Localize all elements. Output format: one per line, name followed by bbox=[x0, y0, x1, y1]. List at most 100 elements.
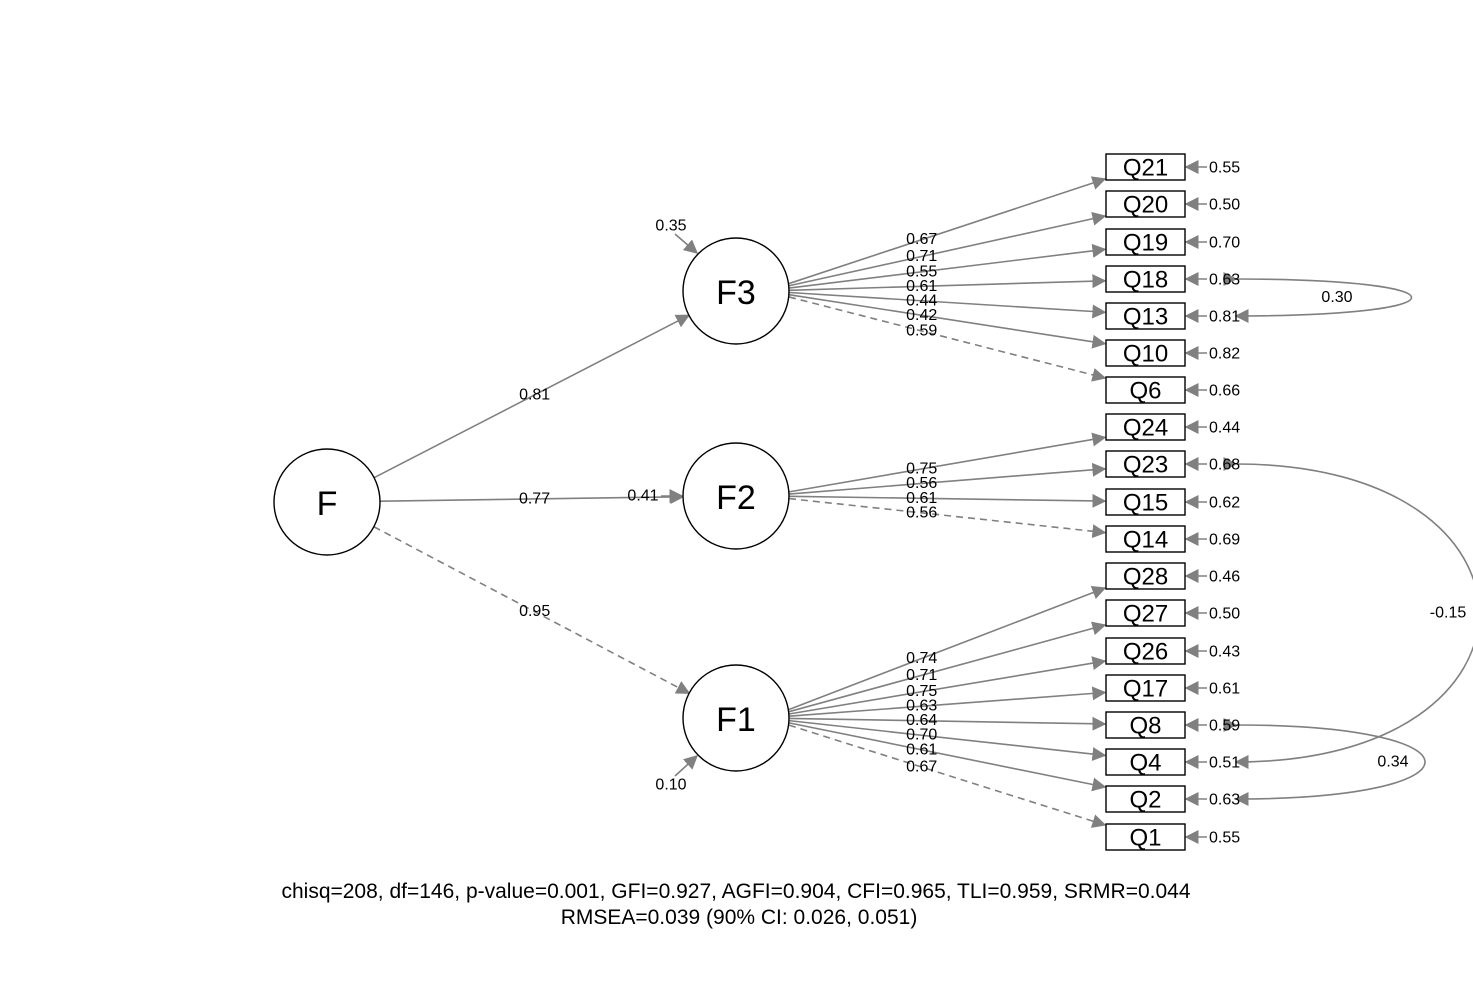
covariance-value-Q8-Q2: 0.34 bbox=[1377, 754, 1408, 771]
residual-F2: 0.41 bbox=[627, 488, 658, 505]
indicator-label-Q23: Q23 bbox=[1123, 452, 1168, 479]
indicator-box-Q10 bbox=[1105, 339, 1186, 367]
indicator-box-Q21 bbox=[1105, 153, 1186, 181]
indicator-box-Q19 bbox=[1105, 228, 1186, 256]
loading-Q10: 0.42 bbox=[906, 307, 937, 324]
loading-Q2: 0.61 bbox=[906, 741, 937, 758]
covariance-Q18-Q13 bbox=[1223, 271, 1412, 323]
loading-path-F3-Q21 bbox=[788, 176, 1107, 285]
indicator-box-Q15 bbox=[1105, 488, 1186, 516]
fit-statistics-line-1: chisq=208, df=146, p-value=0.001, GFI=0.… bbox=[281, 880, 1190, 903]
indicator-label-Q17: Q17 bbox=[1123, 676, 1168, 703]
latent-node-F1 bbox=[682, 664, 790, 772]
residual-Q8: 0.59 bbox=[1209, 718, 1240, 735]
path-F-F3 bbox=[373, 314, 691, 479]
indicator-label-Q26: Q26 bbox=[1123, 639, 1168, 666]
indicator-label-Q15: Q15 bbox=[1123, 490, 1168, 517]
loading-path-F1-Q26 bbox=[788, 656, 1107, 715]
indicator-box-Q6 bbox=[1105, 376, 1186, 404]
loading-Q8: 0.64 bbox=[906, 712, 937, 729]
indicator-box-Q14 bbox=[1105, 525, 1186, 553]
nodes-layer bbox=[273, 153, 1186, 851]
loading-path-F3-Q6 bbox=[788, 296, 1107, 382]
residual-Q6: 0.66 bbox=[1209, 383, 1240, 400]
residual-Q18: 0.63 bbox=[1209, 272, 1240, 289]
loading-path-F3-Q18 bbox=[788, 274, 1107, 292]
residual-arrow-F3 bbox=[674, 233, 699, 254]
indicator-box-Q23 bbox=[1105, 450, 1186, 478]
indicator-label-Q10: Q10 bbox=[1123, 341, 1168, 368]
path-F-F2 bbox=[379, 489, 685, 504]
loading-Q27: 0.71 bbox=[906, 667, 937, 684]
loading-Q21: 0.67 bbox=[906, 231, 937, 248]
residual-Q24: 0.44 bbox=[1209, 420, 1240, 437]
paths-layer bbox=[373, 160, 1473, 844]
indicator-label-Q24: Q24 bbox=[1123, 415, 1168, 442]
loading-Q6: 0.59 bbox=[906, 322, 937, 339]
loading-path-F2-Q23 bbox=[788, 462, 1107, 495]
indicator-label-Q8: Q8 bbox=[1129, 713, 1161, 740]
loading-Q23: 0.56 bbox=[906, 475, 937, 492]
indicator-box-Q24 bbox=[1105, 413, 1186, 441]
indicator-label-Q28: Q28 bbox=[1123, 564, 1168, 591]
fit-statistics-line-2: RMSEA=0.039 (90% CI: 0.026, 0.051) bbox=[561, 906, 918, 929]
loading-Q1: 0.67 bbox=[906, 759, 937, 776]
loading-Q26: 0.75 bbox=[906, 683, 937, 700]
residual-Q2: 0.63 bbox=[1209, 792, 1240, 809]
covariance-Q23-Q4 bbox=[1223, 456, 1473, 769]
latent-label-F1: F1 bbox=[716, 701, 756, 739]
coef-F-F1: 0.95 bbox=[519, 603, 550, 620]
covariance-value-Q23-Q4: -0.15 bbox=[1430, 605, 1467, 622]
residual-F3: 0.35 bbox=[655, 218, 686, 235]
indicator-box-Q20 bbox=[1105, 190, 1186, 218]
loading-path-F1-Q4 bbox=[788, 719, 1107, 761]
indicator-label-Q21: Q21 bbox=[1123, 155, 1168, 182]
residual-Q19: 0.70 bbox=[1209, 235, 1240, 252]
indicator-box-Q2 bbox=[1105, 785, 1186, 813]
residual-Q26: 0.43 bbox=[1209, 644, 1240, 661]
loading-path-F1-Q17 bbox=[788, 686, 1107, 717]
loading-path-F2-Q24 bbox=[788, 432, 1107, 493]
loading-Q4: 0.70 bbox=[906, 727, 937, 744]
residual-Q27: 0.50 bbox=[1209, 606, 1240, 623]
indicator-label-Q27: Q27 bbox=[1123, 601, 1168, 628]
indicator-label-Q14: Q14 bbox=[1123, 527, 1168, 554]
residual-Q13: 0.81 bbox=[1209, 309, 1240, 326]
latent-node-F2 bbox=[682, 442, 790, 550]
loading-path-F2-Q15 bbox=[788, 493, 1107, 508]
covariance-value-Q18-Q13: 0.30 bbox=[1321, 289, 1352, 306]
indicator-box-Q26 bbox=[1105, 637, 1186, 665]
loading-path-F3-Q19 bbox=[788, 243, 1107, 289]
latent-label-F3: F3 bbox=[716, 274, 756, 312]
residual-Q21: 0.55 bbox=[1209, 160, 1240, 177]
indicator-label-Q4: Q4 bbox=[1129, 750, 1161, 777]
loading-Q28: 0.74 bbox=[906, 650, 937, 667]
loading-Q13: 0.44 bbox=[906, 292, 937, 309]
residual-Q28: 0.46 bbox=[1209, 569, 1240, 586]
indicator-box-Q4 bbox=[1105, 748, 1186, 776]
residual-Q17: 0.61 bbox=[1209, 681, 1240, 698]
latent-label-F: F bbox=[317, 485, 338, 523]
latent-label-F2: F2 bbox=[716, 479, 756, 517]
loading-path-F1-Q28 bbox=[788, 585, 1107, 711]
residual-F1: 0.10 bbox=[655, 777, 686, 794]
residual-Q23: 0.68 bbox=[1209, 457, 1240, 474]
loading-path-F3-Q20 bbox=[788, 211, 1107, 287]
indicator-box-Q17 bbox=[1105, 674, 1186, 702]
loading-Q17: 0.63 bbox=[906, 698, 937, 715]
indicator-label-Q1: Q1 bbox=[1129, 825, 1161, 852]
coef-F-F2: 0.77 bbox=[519, 490, 550, 507]
loading-Q15: 0.61 bbox=[906, 490, 937, 507]
indicator-box-Q18 bbox=[1105, 265, 1186, 293]
residual-Q4: 0.51 bbox=[1209, 755, 1240, 772]
loading-path-F1-Q1 bbox=[788, 724, 1107, 828]
indicator-label-Q6: Q6 bbox=[1129, 378, 1161, 405]
indicator-label-Q19: Q19 bbox=[1123, 230, 1168, 257]
covariance-Q8-Q2 bbox=[1223, 717, 1426, 806]
loading-Q24: 0.75 bbox=[906, 460, 937, 477]
residual-Q14: 0.69 bbox=[1209, 532, 1240, 549]
residual-arrow-F1 bbox=[674, 755, 699, 777]
indicator-box-Q1 bbox=[1105, 823, 1186, 851]
loading-path-F1-Q2 bbox=[788, 722, 1107, 792]
